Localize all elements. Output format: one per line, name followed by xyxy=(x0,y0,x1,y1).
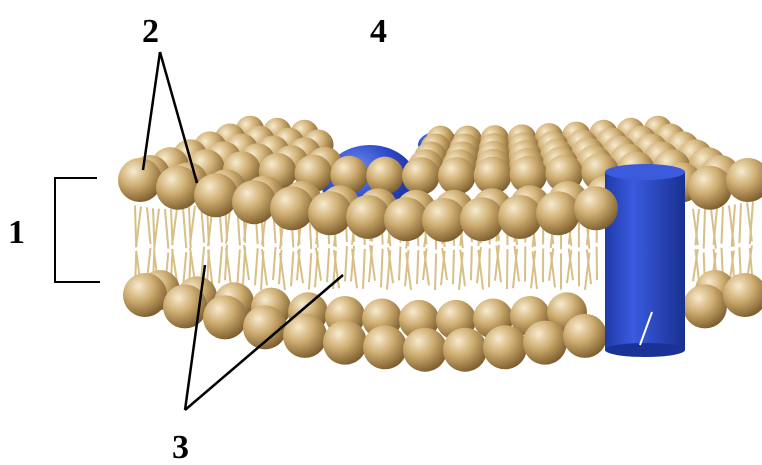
lipid-tail xyxy=(255,248,258,285)
label-4: 4 xyxy=(370,13,387,50)
phospholipid-head xyxy=(483,325,527,369)
lipid-tail xyxy=(219,246,222,283)
phospholipid-head xyxy=(194,173,238,217)
label-1: 1 xyxy=(8,214,25,251)
phospholipid-head xyxy=(232,180,276,224)
lipid-tail xyxy=(165,209,168,249)
lipid-tail xyxy=(453,250,454,284)
lipid-tail xyxy=(327,248,329,282)
phospholipid-head xyxy=(363,325,407,369)
lipid-tail xyxy=(147,207,150,244)
lipid-tail xyxy=(153,208,154,245)
phospholipid-head xyxy=(443,328,487,372)
phospholipid-head xyxy=(460,197,504,241)
lipid-tail xyxy=(345,246,347,281)
lipid-tail xyxy=(190,206,195,244)
bilayer-bracket xyxy=(55,178,100,282)
phospholipid-head xyxy=(574,186,618,230)
lipid-tail xyxy=(172,209,177,245)
lipid-tail xyxy=(183,208,186,248)
phospholipid-head xyxy=(498,195,542,239)
phospholipid-head xyxy=(203,295,247,339)
phospholipid-head xyxy=(402,157,440,195)
label-3: 3 xyxy=(172,429,189,465)
phospholipid-head xyxy=(523,321,567,365)
lipid-tail xyxy=(309,253,311,289)
phospholipid-head xyxy=(688,166,732,210)
lipid-tail xyxy=(136,206,141,246)
lipid-tail xyxy=(226,248,231,287)
lipid-tail xyxy=(417,250,418,284)
lipid-tail xyxy=(739,203,741,243)
lipid-tail xyxy=(704,209,705,249)
phospholipid-head xyxy=(308,191,352,235)
lipid-tail xyxy=(363,249,365,289)
phospholipid-head xyxy=(563,314,607,358)
phospholipid-head xyxy=(536,191,580,235)
lipid-tail xyxy=(154,209,159,249)
lipid-tail xyxy=(381,249,383,288)
phospholipid-head xyxy=(346,195,390,239)
lipid-tail xyxy=(291,251,293,286)
phospholipid-head xyxy=(422,198,466,242)
lipid-tail xyxy=(471,246,472,280)
lipid-tail xyxy=(273,247,276,280)
phospholipid-head xyxy=(323,321,367,365)
integral-protein xyxy=(605,164,685,357)
phospholipid-head xyxy=(438,157,476,195)
phospholipid-head xyxy=(403,328,447,372)
lipid-tail xyxy=(489,248,490,287)
label-2: 2 xyxy=(142,13,159,50)
phospholipid-head xyxy=(683,284,727,328)
lipid-tail xyxy=(722,207,723,244)
lipid-tail xyxy=(435,253,436,290)
lipid-tail xyxy=(399,247,400,281)
phospholipid-head xyxy=(366,157,404,195)
phospholipid-head xyxy=(384,197,428,241)
phospholipid-head xyxy=(270,186,314,230)
phospholipid-head xyxy=(123,273,167,317)
phospholipid-head xyxy=(118,158,162,202)
